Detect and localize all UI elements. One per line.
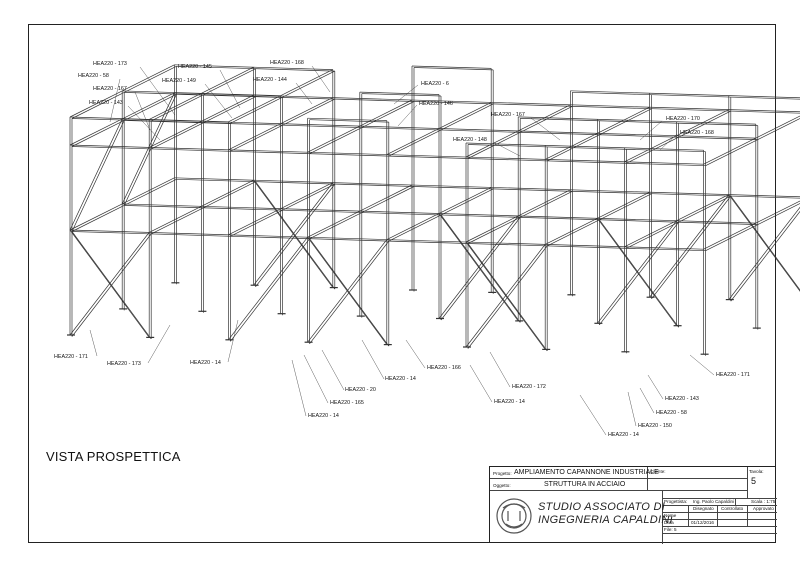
leader-lines [89, 65, 715, 436]
member-label: HEA220 - 14 [385, 376, 416, 382]
data-value: 01/12/2016 [691, 520, 714, 525]
member-label: HEA220 - 14 [494, 399, 525, 405]
progettista-label: Progettista: [664, 499, 688, 504]
title-block: Progetto: AMPLIAMENTO CAPANNONE INDUSTRI… [489, 466, 777, 544]
oggetto-label: Oggetto: [493, 483, 511, 488]
member-label: HEA220 - 145 [178, 64, 212, 70]
progettista-value: Ing. Paolo Capaldini [693, 499, 735, 504]
member-label: HEA220 - 143 [665, 396, 699, 402]
member-label: HEA220 - 144 [253, 77, 287, 83]
member-label: HEA220 - 148 [453, 137, 487, 143]
member-label: HEA220 - 143 [89, 100, 123, 106]
progetto-label: Progetto: [493, 471, 512, 476]
studio-logo-icon [496, 498, 532, 534]
member-label: HEA220 - 14 [308, 413, 339, 419]
tavola-label: Tavola: [749, 469, 764, 474]
member-label: HEA220 - 149 [162, 78, 196, 84]
member-label: HEA220 - 168 [270, 60, 304, 66]
member-label: HEA220 - 6 [421, 81, 449, 87]
scala: Scala : 1:75 [751, 499, 776, 504]
controllato: Controllato [721, 506, 744, 511]
steel-frame [67, 64, 800, 356]
member-label: HEA220 - 150 [638, 423, 672, 429]
studio-name-line1: STUDIO ASSOCIATO DI [538, 501, 666, 513]
file-label: File: 5 [664, 527, 677, 532]
data-label: Data [664, 520, 674, 525]
member-label: HEA220 - 171 [54, 354, 88, 360]
member-label: HEA220 - 20 [345, 387, 376, 393]
member-label: HEA220 - 173 [93, 61, 127, 67]
approvato: Approvato [753, 506, 774, 511]
member-label: HEA220 - 14 [608, 432, 639, 438]
member-label: HEA220 - 170 [666, 116, 700, 122]
member-label: HEA220 - 14 [190, 360, 221, 366]
member-label: HEA220 - 167 [491, 112, 525, 118]
view-title: VISTA PROSPETTICA [46, 449, 181, 464]
member-label: HEA220 - 146 [419, 101, 453, 107]
member-label: HEA220 - 168 [680, 130, 714, 136]
oggetto-value: STRUTTURA IN ACCIAIO [544, 481, 626, 488]
member-label: HEA220 - 171 [716, 372, 750, 378]
cliente-label: Cliente: [650, 469, 666, 474]
member-label: HEA220 - 173 [107, 361, 141, 367]
sheet-border [28, 24, 776, 543]
progetto-value: AMPLIAMENTO CAPANNONE INDUSTRIALE [514, 469, 659, 476]
member-label: HEA220 - 58 [78, 73, 109, 79]
member-label: HEA220 - 166 [427, 365, 461, 371]
member-label: HEA220 - 167 [93, 86, 127, 92]
studio-name-line2: INGEGNERIA CAPALDINI [538, 514, 673, 526]
member-label: HEA220 - 172 [512, 384, 546, 390]
disegnato: Disegnato [693, 506, 714, 511]
member-label: HEA220 - 165 [330, 400, 364, 406]
member-label: HEA220 - 58 [656, 410, 687, 416]
tavola-value: 5 [751, 476, 757, 486]
nome-label: Nome [664, 513, 677, 518]
